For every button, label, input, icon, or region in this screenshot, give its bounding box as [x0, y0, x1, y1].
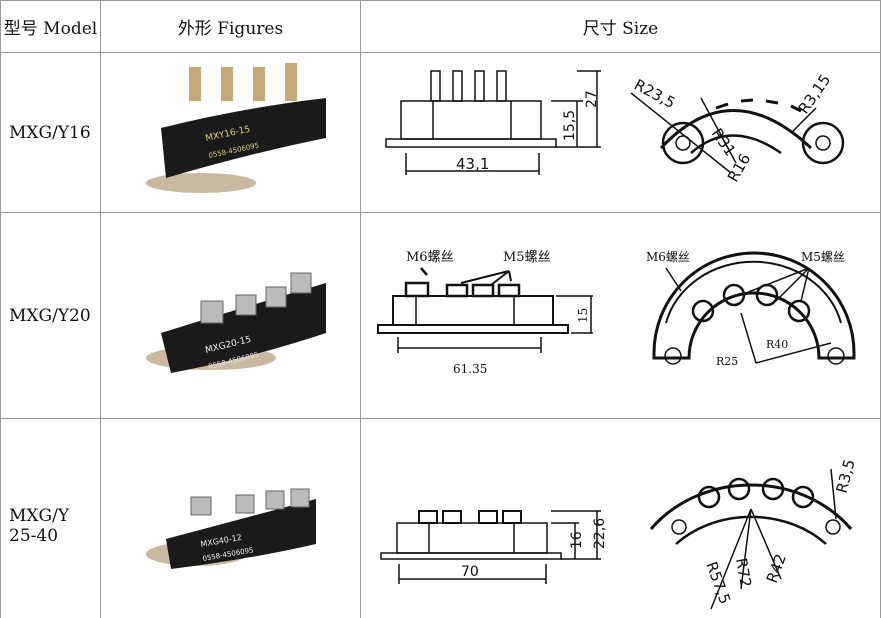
size-cell: M6螺丝 M5螺丝 15 61.35 M6螺丝 M5螺丝 R25 R40	[360, 212, 881, 419]
figure-cell: MXG20-15 0558-4506095	[100, 212, 361, 419]
label-m5-screw: M5螺丝	[503, 250, 551, 265]
dim-radius-3: R42	[763, 551, 790, 585]
dim-width: 43,1	[456, 155, 489, 173]
dim-radius-1: R57,5	[702, 559, 734, 606]
model-line-2: 25-40	[9, 525, 59, 546]
product-photo: MXY16-15 0558-4506095	[146, 63, 326, 193]
table-row: MXG/Y20 MXG20-15 0558-4506095 M6螺丝 M5螺丝 …	[0, 212, 881, 419]
table-row: MXG/Y 25-40 MXG40-12 0558-4506095 16 22,…	[0, 418, 881, 618]
header-figures: 外形 Figures	[100, 0, 361, 53]
dim-radius-2: R40	[766, 338, 788, 351]
dim-height-2: 22,6	[592, 518, 608, 549]
product-photo: MXG40-12 0558-4506095	[146, 488, 316, 569]
model-cell: MXG/Y20	[0, 212, 101, 419]
dim-radius-4: R3,5	[832, 457, 858, 495]
dim-width: 70	[461, 564, 479, 580]
size-cell: 43,1 15,5 27 R23,5 R31 R16 R3,15	[360, 52, 881, 213]
figure-cell: MXG40-12 0558-4506095	[100, 418, 361, 618]
header-row: 型号 Model 外形 Figures 尺寸 Size	[0, 0, 881, 53]
dim-width: 61.35	[453, 362, 487, 376]
dim-radius-1: R23,5	[631, 76, 678, 112]
label-m5-screw-top: M5螺丝	[801, 250, 845, 264]
dim-height-2: 27	[584, 90, 600, 108]
figure-cell: MXY16-15 0558-4506095	[100, 52, 361, 213]
dimension-drawing: 16 22,6 70 R57,5 R72 R42 R3,5	[380, 457, 859, 610]
size-cell: 16 22,6 70 R57,5 R72 R42 R3,5	[360, 418, 881, 618]
dim-height-1: 16	[569, 531, 585, 549]
model-cell: MXG/Y 25-40	[0, 418, 101, 618]
table-row: MXG/Y16 MXY16-15 0558-4506095 43,1 15,5	[0, 52, 881, 213]
dim-radius-2: R31	[708, 125, 740, 160]
dim-height-1: 15	[576, 308, 590, 323]
label-m6-screw-top: M6螺丝	[646, 250, 690, 264]
product-photo: MXG20-15 0558-4506095	[146, 272, 326, 373]
dim-height-1: 15,5	[562, 110, 578, 141]
header-size: 尺寸 Size	[360, 0, 881, 53]
header-model: 型号 Model	[0, 0, 101, 53]
model-cell: MXG/Y16	[0, 52, 101, 213]
dim-radius-1: R25	[716, 355, 738, 368]
dimension-drawing: 43,1 15,5 27 R23,5 R31 R16 R3,15	[385, 70, 845, 185]
dim-radius-2: R72	[732, 557, 755, 589]
label-m6-screw: M6螺丝	[406, 250, 454, 265]
dimension-drawing: M6螺丝 M5螺丝 15 61.35 M6螺丝 M5螺丝 R25 R40	[377, 250, 856, 376]
model-line-1: MXG/Y	[9, 505, 70, 526]
